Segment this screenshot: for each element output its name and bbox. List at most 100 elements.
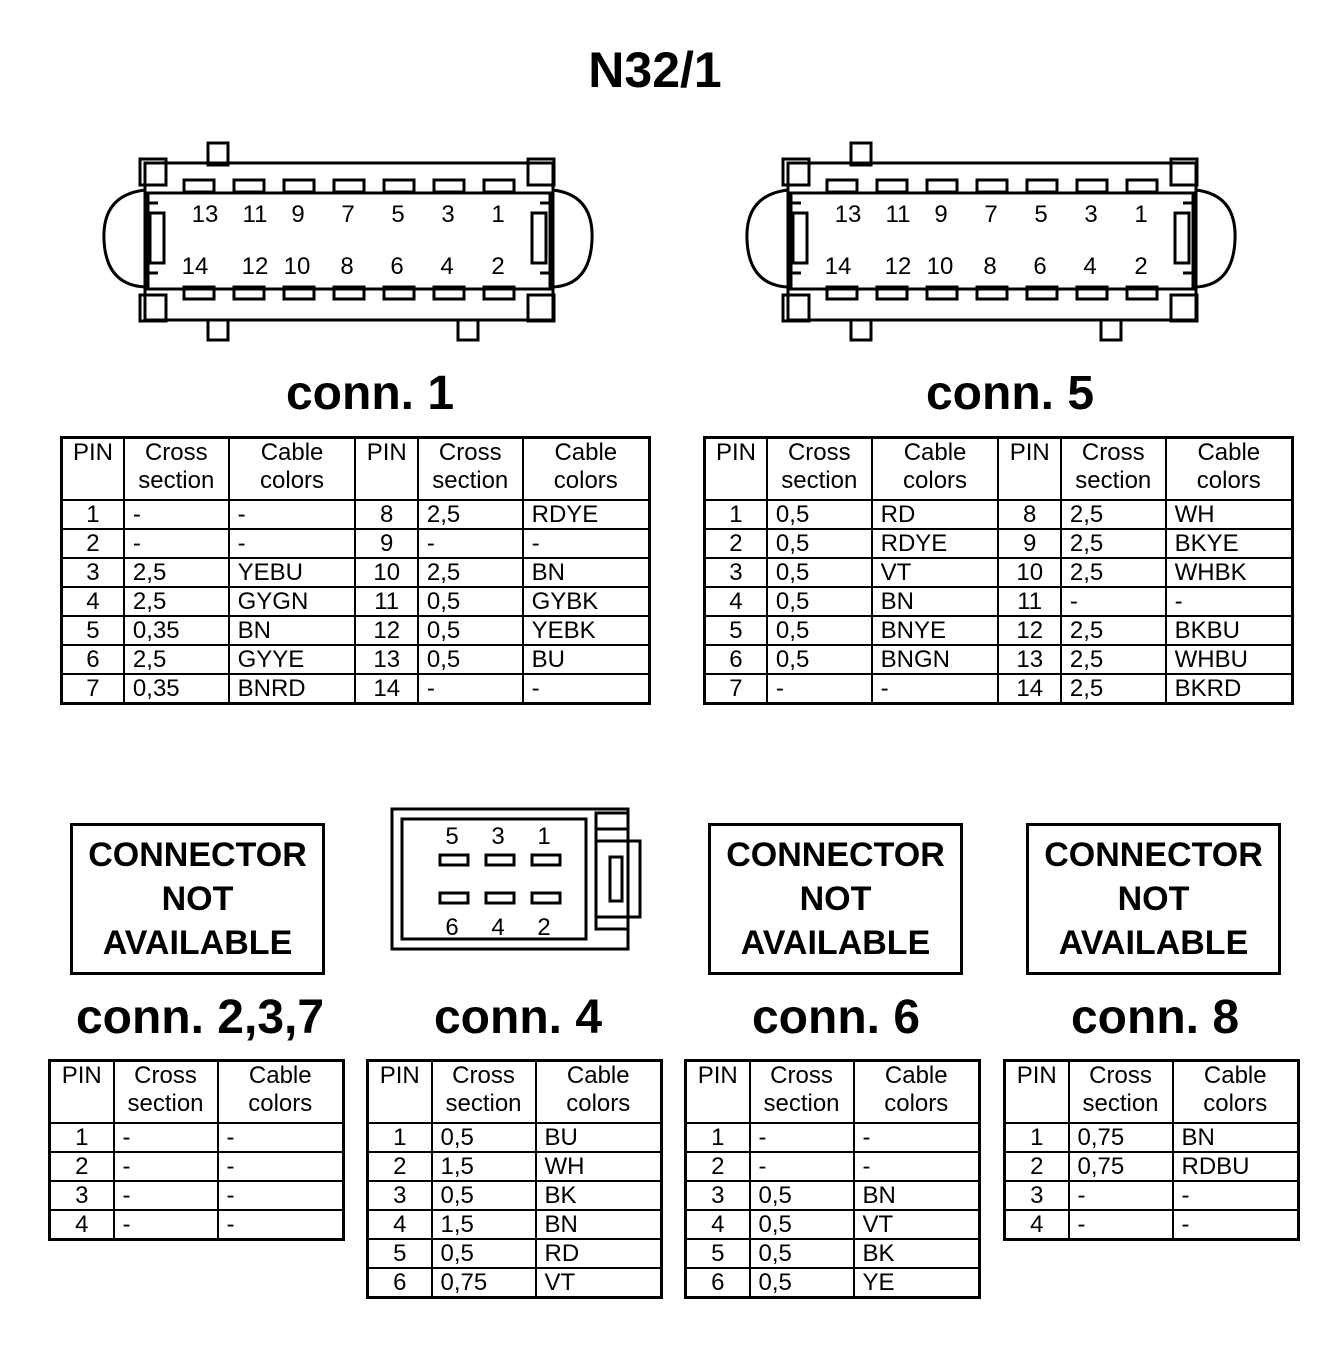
cell-cable-color: BK bbox=[852, 1238, 981, 1269]
pin-number: 4 bbox=[440, 253, 453, 280]
cell-cross-section: 0,5 bbox=[416, 644, 524, 675]
pin-number: 9 bbox=[934, 201, 947, 228]
connector-latch-tab bbox=[849, 141, 873, 167]
cell-cross-section: 2,5 bbox=[416, 557, 524, 588]
cell-cross-section: - bbox=[416, 673, 524, 705]
table-row: 3-- bbox=[1003, 1180, 1300, 1211]
connector-side-slot bbox=[1173, 211, 1191, 265]
cell-cable-color: RD bbox=[870, 499, 1000, 530]
cell-cross-section: 2,5 bbox=[1059, 528, 1167, 559]
pin-number: 4 bbox=[491, 914, 504, 941]
connector-corner-block bbox=[138, 157, 168, 187]
pin-number: 2 bbox=[537, 914, 550, 941]
cell-cable-color: BN bbox=[1171, 1122, 1300, 1153]
cell-pin: 2 bbox=[60, 528, 125, 559]
cell-cross-section: 0,5 bbox=[416, 586, 524, 617]
cell-pin: 3 bbox=[60, 557, 125, 588]
cell-pin: 1 bbox=[1003, 1122, 1070, 1153]
pin-slot bbox=[825, 178, 859, 194]
cell-pin: 9 bbox=[997, 528, 1062, 559]
table-row: 2-- bbox=[48, 1151, 345, 1182]
cell-cable-color: WHBK bbox=[1164, 557, 1294, 588]
header-pin: PIN bbox=[703, 436, 768, 501]
conn-5-label: conn. 5 bbox=[925, 367, 1095, 420]
pin-slot bbox=[1125, 178, 1159, 194]
header-pin: PIN bbox=[48, 1059, 115, 1124]
cell-cross-section: 0,5 bbox=[765, 615, 873, 646]
connector-side-clip bbox=[102, 188, 146, 289]
pin-number: 11 bbox=[886, 201, 911, 228]
not-available-text: NOT bbox=[161, 880, 234, 918]
pin-slot bbox=[382, 178, 416, 194]
pin-slot bbox=[432, 178, 466, 194]
cell-cross-section: 0,35 bbox=[122, 615, 230, 646]
pin-number: 3 bbox=[1084, 201, 1097, 228]
pin-slot bbox=[332, 178, 366, 194]
pin-number: 1 bbox=[491, 201, 504, 228]
cell-pin: 11 bbox=[997, 586, 1062, 617]
connector-corner-block bbox=[1169, 293, 1199, 323]
cell-pin: 10 bbox=[354, 557, 419, 588]
cell-cable-color: - bbox=[1164, 586, 1294, 617]
cell-cross-section: 1,5 bbox=[430, 1209, 537, 1240]
cell-cross-section: - bbox=[122, 499, 230, 530]
pin-number: 9 bbox=[291, 201, 304, 228]
cell-pin: 3 bbox=[48, 1180, 115, 1211]
pin-slot bbox=[232, 285, 266, 301]
cell-pin: 7 bbox=[703, 673, 768, 705]
connector-corner-block bbox=[138, 293, 168, 323]
cell-cross-section: - bbox=[112, 1122, 219, 1153]
cell-cable-color: BNYE bbox=[870, 615, 1000, 646]
connector-latch-tab bbox=[849, 318, 873, 342]
pin-number: 8 bbox=[983, 253, 996, 280]
cell-cable-color: BN bbox=[870, 586, 1000, 617]
pin-slot bbox=[875, 285, 909, 301]
cell-cross-section: - bbox=[112, 1151, 219, 1182]
cell-pin: 4 bbox=[1003, 1209, 1070, 1241]
cell-cable-color: - bbox=[852, 1122, 981, 1153]
cell-cable-color: - bbox=[216, 1151, 345, 1182]
connector-body bbox=[390, 807, 630, 951]
pin-slot bbox=[182, 285, 216, 301]
cell-pin: 1 bbox=[703, 499, 768, 530]
cell-cross-section: 0,5 bbox=[765, 557, 873, 588]
cell-pin: 2 bbox=[703, 528, 768, 559]
connector-inner-frame bbox=[400, 817, 588, 941]
pin-number: 11 bbox=[243, 201, 268, 228]
pin-slot bbox=[530, 853, 562, 867]
cell-pin: 5 bbox=[684, 1238, 751, 1269]
cell-pin: 13 bbox=[997, 644, 1062, 675]
cell-cable-color: BN bbox=[521, 557, 651, 588]
pin-slot bbox=[232, 178, 266, 194]
cell-pin: 6 bbox=[60, 644, 125, 675]
cell-cable-color: - bbox=[227, 499, 357, 530]
cell-cable-color: - bbox=[852, 1151, 981, 1182]
cell-cross-section: 0,5 bbox=[748, 1209, 855, 1240]
cell-cross-section: - bbox=[748, 1122, 855, 1153]
cell-cross-section: 2,5 bbox=[416, 499, 524, 530]
pin-number: 3 bbox=[441, 201, 454, 228]
cell-cable-color: WH bbox=[534, 1151, 663, 1182]
connector-latch-tab bbox=[206, 141, 230, 167]
cell-cable-color: YEBU bbox=[227, 557, 357, 588]
cell-cross-section: 2,5 bbox=[122, 586, 230, 617]
page-title: N32/1 bbox=[588, 42, 722, 98]
cell-cable-color: - bbox=[870, 673, 1000, 705]
not-available-text: CONNECTOR bbox=[1044, 836, 1263, 874]
